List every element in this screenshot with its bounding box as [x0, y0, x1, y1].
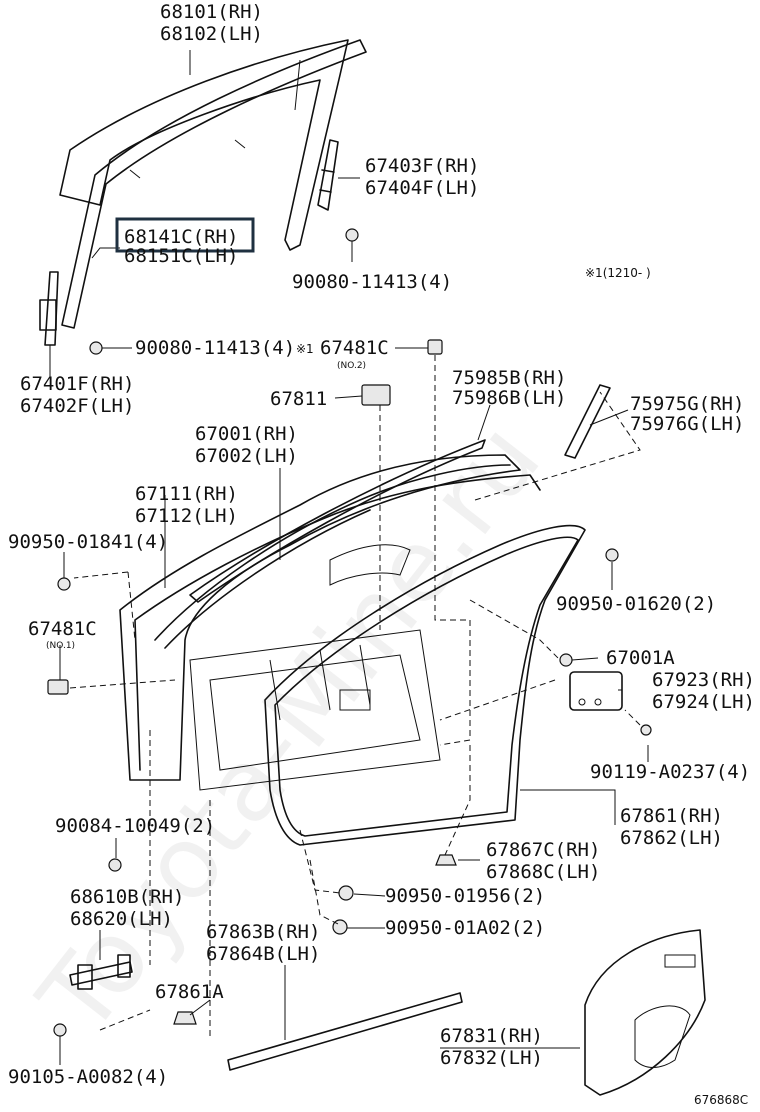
- label-ws-sub-lh[interactable]: 67868C(LH): [486, 861, 600, 883]
- label-ws-lower-lh[interactable]: 67864B(LH): [206, 943, 320, 965]
- label-plug-a[interactable]: 90950-01841(4): [8, 531, 168, 553]
- label-frame-lh[interactable]: 75976G(LH): [630, 413, 744, 435]
- label-sub-lh[interactable]: 67112(LH): [135, 505, 238, 527]
- label-belt-lh[interactable]: 75986B(LH): [452, 387, 566, 409]
- label-bolt-d[interactable]: 90105-A0082(4): [8, 1066, 168, 1088]
- label-ws-lower-rh[interactable]: 67863B(RH): [206, 921, 320, 943]
- label-bolt-b[interactable]: 90080-11413(4): [135, 337, 295, 359]
- label-reg-rear-lh[interactable]: 67404F(LH): [365, 177, 479, 199]
- label-bolt-c[interactable]: 90084-10049(2): [55, 815, 215, 837]
- label-channel-lh[interactable]: 67402F(LH): [20, 395, 134, 417]
- label-no1: (NO.1): [46, 641, 75, 651]
- label-pad-no1[interactable]: 67481C: [28, 618, 97, 640]
- front-lower-channel[interactable]: [39, 271, 59, 346]
- label-no2: (NO.2): [337, 361, 366, 371]
- label-ws-rh[interactable]: 67861(RH): [620, 805, 723, 827]
- label-prot-rh[interactable]: 67923(RH): [652, 669, 755, 691]
- label-glass-rh[interactable]: 68101(RH): [160, 1, 263, 23]
- bolt-icon[interactable]: [89, 228, 359, 355]
- label-check-lh[interactable]: 68620(LH): [70, 908, 173, 930]
- label-ws-lower[interactable]: 67861A: [155, 981, 224, 1003]
- service-hole-cover[interactable]: [584, 929, 706, 1096]
- label-channel-rh[interactable]: 67401F(RH): [20, 373, 134, 395]
- hole-plug-icon[interactable]: [57, 548, 619, 935]
- label-panel-rh[interactable]: 67001(RH): [195, 423, 298, 445]
- rear-lower-channel[interactable]: [317, 139, 339, 211]
- door-glass[interactable]: [59, 39, 349, 251]
- label-plug-c[interactable]: 90950-01956(2): [385, 885, 545, 907]
- belt-moulding[interactable]: [189, 439, 486, 603]
- cushion-pad[interactable]: [361, 384, 391, 406]
- part-labels: 68101(RH) 68102(LH) 68141C(RH) 68151C(LH…: [8, 1, 755, 1107]
- label-ws-lh[interactable]: 67862(LH): [620, 827, 723, 849]
- label-mark-1: ※1: [296, 342, 314, 356]
- label-clip-a[interactable]: 67001A: [606, 647, 675, 669]
- lower-weatherstrip[interactable]: [227, 992, 463, 1071]
- label-plug-d[interactable]: 90950-01A02(2): [385, 917, 545, 939]
- front-run-channel[interactable]: [61, 39, 367, 329]
- label-check-rh[interactable]: 68610B(RH): [70, 886, 184, 908]
- label-run-front-rh[interactable]: 68141C(RH): [124, 226, 238, 248]
- diagram-code: 676868C: [694, 1093, 748, 1107]
- label-plug-b[interactable]: 90950-01620(2): [556, 593, 716, 615]
- note-text: ※1(1210- ): [585, 266, 651, 280]
- screw-icon[interactable]: [53, 724, 652, 1037]
- label-sub-rh[interactable]: 67111(RH): [135, 483, 238, 505]
- leader-lines: [49, 50, 649, 1065]
- cushion-pad-no2[interactable]: [427, 339, 443, 355]
- clip-icon[interactable]: [173, 854, 457, 1025]
- label-cushion[interactable]: 67811: [270, 388, 327, 410]
- door-sash[interactable]: [154, 464, 511, 649]
- label-ws-sub-rh[interactable]: 67867C(RH): [486, 839, 600, 861]
- door-weatherstrip[interactable]: [264, 524, 586, 846]
- label-cover-rh[interactable]: 67831(RH): [440, 1025, 543, 1047]
- label-bolt-a[interactable]: 90080-11413(4): [292, 271, 452, 293]
- label-panel-lh[interactable]: 67002(LH): [195, 445, 298, 467]
- label-frame-rh[interactable]: 75975G(RH): [630, 393, 744, 415]
- label-belt-rh[interactable]: 75985B(RH): [452, 367, 566, 389]
- label-screw-a[interactable]: 90119-A0237(4): [590, 761, 750, 783]
- door-protector[interactable]: [569, 671, 623, 711]
- label-prot-lh[interactable]: 67924(LH): [652, 691, 755, 713]
- label-glass-lh[interactable]: 68102(LH): [160, 23, 263, 45]
- label-run-front-lh[interactable]: 68151C(LH): [124, 245, 238, 267]
- highlight-box: [115, 217, 255, 253]
- label-pad-no2[interactable]: 67481C: [320, 337, 389, 359]
- cushion-pad-no1[interactable]: [47, 679, 69, 695]
- label-reg-rear-rh[interactable]: 67403F(RH): [365, 155, 479, 177]
- door-check[interactable]: [69, 954, 133, 990]
- label-cover-lh[interactable]: 67832(LH): [440, 1047, 543, 1069]
- frame-garnish[interactable]: [564, 384, 611, 459]
- guide-lines: [69, 355, 641, 1040]
